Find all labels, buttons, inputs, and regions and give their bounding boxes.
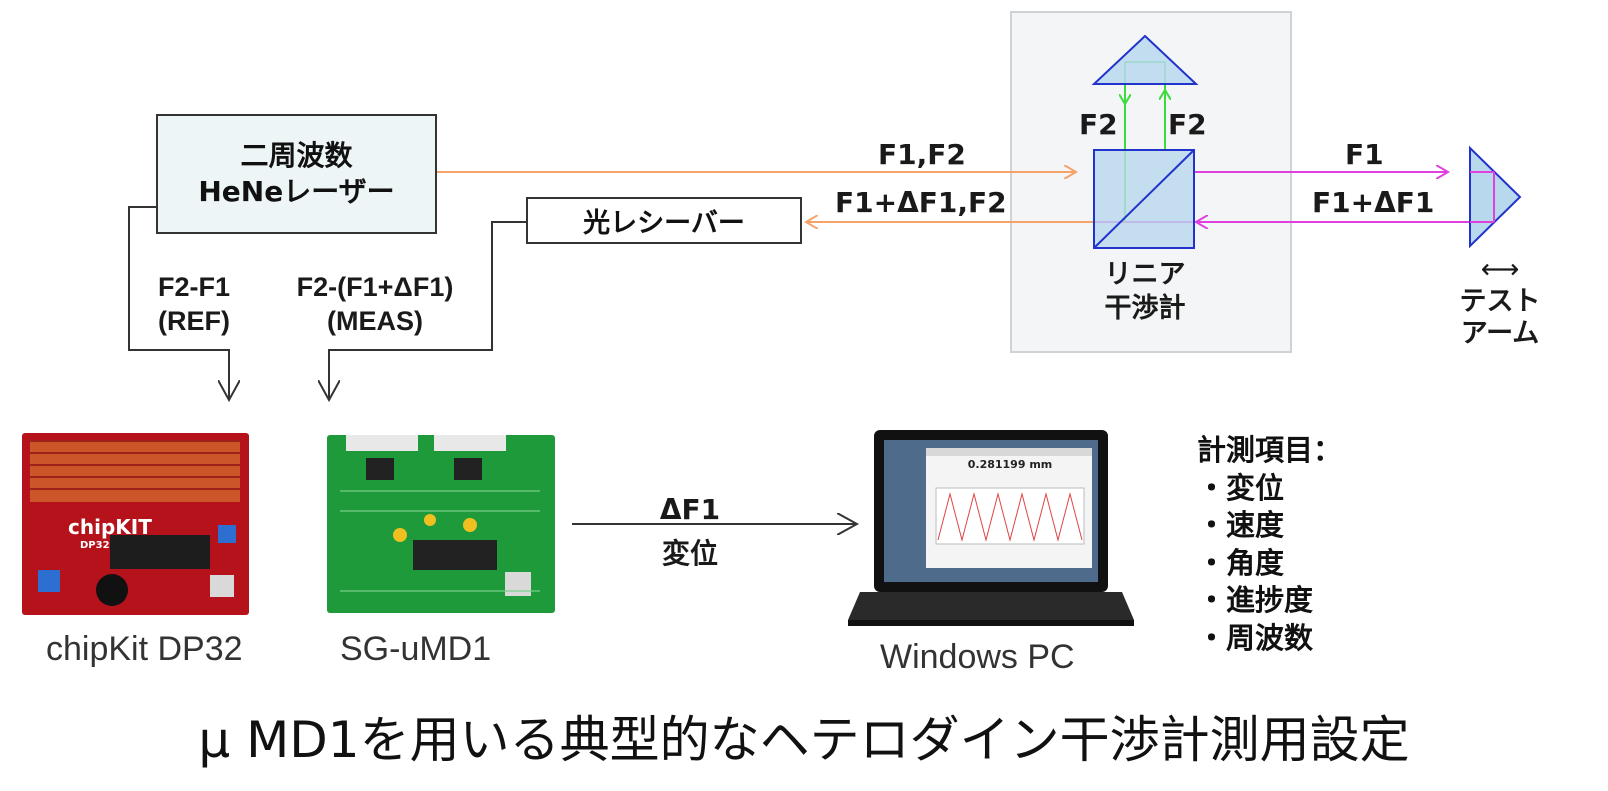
pc-caption: Windows PC (880, 638, 1075, 676)
test-return-label: F1+ΔF1 (1312, 186, 1435, 219)
ref-signal-line1: F2-F1 (157, 272, 230, 302)
measurement-item: ・進捗度 (1197, 583, 1314, 617)
beam-forward-label: F1,F2 (878, 138, 966, 171)
measurement-title: 計測項目： (1197, 433, 1343, 467)
chipkit-caption: chipKit DP32 (46, 630, 243, 668)
meas-signal-line (329, 221, 526, 400)
windows-pc-laptop (848, 430, 1134, 626)
pc-screen-value: 0.281199 mm (968, 458, 1053, 471)
measurement-list: 計測項目： ・変位 ・速度 ・角度 ・進捗度 ・周波数 (1197, 432, 1342, 657)
laser-label-line1: 二周波数 (240, 139, 353, 172)
link-label-line2: 変位 (661, 537, 718, 570)
f2-right-label: F2 (1168, 108, 1207, 141)
link-label-line1: ΔF1 (659, 493, 721, 526)
optical-receiver-box: 光レシーバー (526, 197, 802, 244)
svg-text:chipKIT: chipKIT (68, 515, 152, 539)
sgumd1-board (327, 435, 555, 613)
ref-signal-line (128, 206, 229, 400)
beam-splitter-diagonal (1093, 149, 1195, 249)
reference-retroreflector (1091, 34, 1199, 85)
link-label: ΔF1 変位 (640, 488, 740, 576)
ref-signal-label: F2-F1 (REF) (134, 270, 254, 338)
sgumd1-caption: SG-uMD1 (340, 630, 492, 668)
test-arm-label: ⟷ テスト アーム (1455, 254, 1545, 350)
meas-signal-line1: F2-(F1+ΔF1) (296, 272, 454, 302)
beam-return-label: F1+ΔF1,F2 (835, 186, 1007, 219)
interferometer-label-line1: リニア (1104, 259, 1186, 290)
laser-label-line2: HeNeレーザー (198, 175, 395, 208)
f2-left-label: F2 (1079, 108, 1118, 141)
laser-box: 二周波数 HeNeレーザー (156, 114, 437, 234)
measurement-item: ・角度 (1197, 545, 1285, 580)
chipkit-board: chipKIT DP32 (22, 433, 249, 615)
svg-text:DP32: DP32 (80, 540, 110, 551)
measurement-item: ・周波数 (1197, 620, 1314, 655)
measurement-item: ・速度 (1197, 508, 1285, 542)
interferometer-label: リニア 干渉計 (1090, 258, 1200, 326)
test-arm-label-line1: テスト (1459, 286, 1541, 317)
test-forward-label: F1 (1345, 138, 1384, 171)
test-arm-label-line2: アーム (1460, 318, 1540, 349)
meas-signal-line2: (MEAS) (327, 306, 423, 336)
interferometer-label-line2: 干渉計 (1104, 293, 1186, 324)
measurement-item: ・変位 (1197, 470, 1285, 505)
test-arm-arrow: ⟷ (1480, 254, 1520, 285)
meas-signal-label: F2-(F1+ΔF1) (MEAS) (270, 270, 480, 338)
receiver-label: 光レシーバー (583, 208, 745, 239)
diagram-title: μ MD1を用いる典型的なヘテロダイン干渉計測用設定 (198, 711, 1410, 769)
ref-signal-line2: (REF) (158, 306, 230, 336)
